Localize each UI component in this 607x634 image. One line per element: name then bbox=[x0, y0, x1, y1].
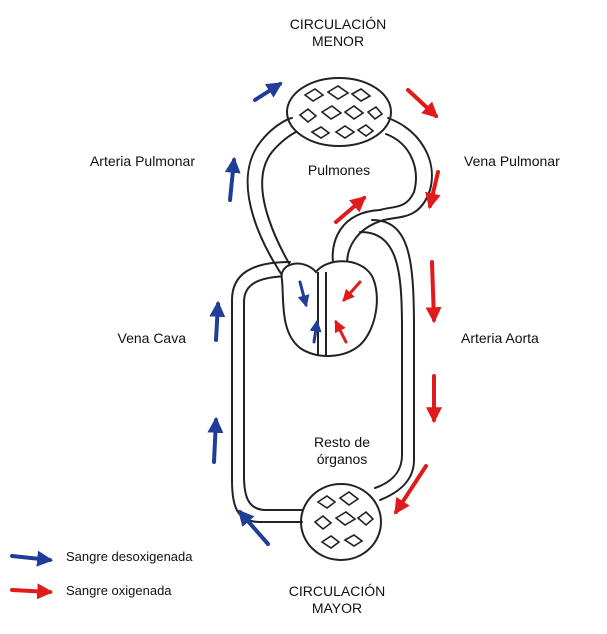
legend-deoxygenated: Sangre desoxigenada bbox=[66, 549, 193, 564]
organs-capillary-bed bbox=[300, 483, 382, 561]
heart-flow-arrows bbox=[297, 280, 362, 344]
label-vena-pulmonar: Vena Pulmonar bbox=[464, 153, 560, 169]
label-resto-organos: Resto de órganos bbox=[294, 434, 390, 468]
oxygenated-arrows bbox=[334, 88, 442, 515]
label-top-line2: MENOR bbox=[311, 33, 365, 49]
legend-red-arrow bbox=[10, 583, 54, 600]
label-vena-cava: Vena Cava bbox=[117, 330, 187, 346]
label-arteria-pulmonar: Arteria Pulmonar bbox=[89, 153, 195, 169]
lungs-capillary-bed bbox=[286, 77, 392, 147]
label-resto-line1: Resto de bbox=[313, 434, 371, 450]
heart bbox=[280, 260, 378, 357]
deoxygenated-arrows bbox=[207, 82, 283, 546]
legend-blue-arrow bbox=[10, 550, 54, 567]
label-circulacion-mayor: CIRCULACIÓN MAYOR bbox=[280, 583, 394, 617]
label-pulmones: Pulmones bbox=[307, 162, 371, 178]
blood-vessels bbox=[231, 117, 433, 523]
label-top-line1: CIRCULACIÓN bbox=[289, 16, 387, 32]
label-resto-line2: órganos bbox=[316, 451, 368, 467]
label-arteria-aorta: Arteria Aorta bbox=[461, 330, 539, 346]
label-bottom-line1: CIRCULACIÓN bbox=[288, 583, 386, 599]
label-bottom-line2: MAYOR bbox=[311, 600, 363, 616]
label-circulacion-menor: CIRCULACIÓN MENOR bbox=[283, 16, 393, 50]
legend-swatches bbox=[10, 550, 54, 600]
legend-oxygenated: Sangre oxigenada bbox=[66, 583, 172, 598]
